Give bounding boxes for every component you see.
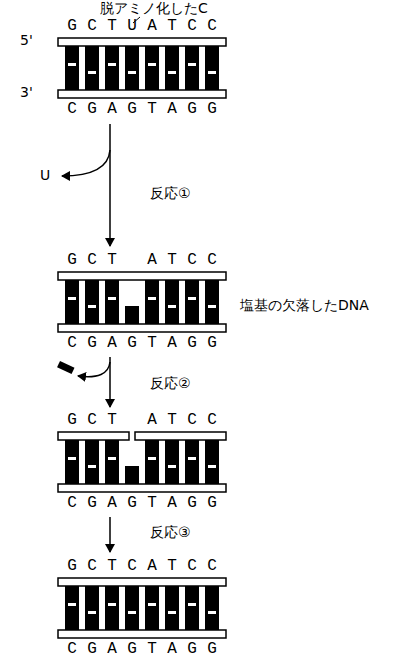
dna-part	[88, 305, 96, 308]
dna-part	[85, 46, 99, 90]
dna-part	[145, 586, 159, 630]
dna-part	[65, 440, 79, 484]
dna-part	[58, 432, 129, 440]
reaction-label: 反応③	[150, 525, 191, 540]
dna-part	[188, 63, 196, 66]
sequence: GCTUATCC	[67, 18, 227, 36]
released-base: U	[40, 168, 50, 183]
dna-part	[188, 457, 196, 460]
dna-part	[135, 432, 226, 440]
dna-part	[88, 611, 96, 614]
dna-part	[108, 457, 116, 460]
dna-part	[168, 305, 176, 308]
dna-part	[208, 305, 216, 308]
dna-part	[105, 586, 119, 630]
dna-part	[58, 38, 226, 46]
dna-part	[205, 280, 219, 324]
dna-part	[85, 280, 99, 324]
dna-part	[58, 578, 226, 586]
dna-part	[58, 324, 226, 332]
dna-part	[128, 71, 136, 74]
dna-part	[58, 90, 226, 98]
dna-part	[148, 63, 156, 66]
dna-part	[188, 297, 196, 300]
dna-part	[205, 46, 219, 90]
dna-part	[148, 457, 156, 460]
dna-part	[168, 611, 176, 614]
dna-part	[148, 603, 156, 606]
dna-part	[128, 611, 136, 614]
dna-part	[208, 465, 216, 468]
sequence: CGAGTAGG	[67, 641, 227, 659]
dna-part	[208, 71, 216, 74]
dna-part	[125, 466, 139, 484]
dna-part	[205, 586, 219, 630]
dna-part	[88, 465, 96, 468]
dna-part	[148, 297, 156, 300]
dna-part	[185, 440, 199, 484]
sequence: CGAGTAGG	[67, 101, 227, 119]
dna-part	[165, 280, 179, 324]
dna-part	[165, 46, 179, 90]
dna-part	[145, 46, 159, 90]
removed-fragment	[57, 361, 74, 374]
dna-part	[168, 465, 176, 468]
dna-part	[125, 586, 139, 630]
dna-part	[145, 440, 159, 484]
dna-part	[108, 63, 116, 66]
dna-part	[58, 272, 226, 280]
state-label: 塩基の欠落したDNA	[240, 298, 369, 313]
callout-label: 脱アミノ化したC	[100, 1, 208, 16]
dna-part	[105, 280, 119, 324]
dna-part	[168, 71, 176, 74]
dna-part	[58, 484, 226, 492]
sequence: CGAGTAGG	[67, 335, 227, 353]
dna-part	[208, 611, 216, 614]
dna-part	[68, 63, 76, 66]
dna-part	[65, 280, 79, 324]
strand-end: 5'	[20, 33, 33, 48]
dna-part	[188, 603, 196, 606]
dna-part	[88, 71, 96, 74]
dna-part	[125, 46, 139, 90]
dna-part	[58, 630, 226, 638]
reaction-label: 反応②	[150, 376, 191, 391]
dna-part	[185, 280, 199, 324]
dna-part	[65, 46, 79, 90]
dna-part	[68, 603, 76, 606]
dna-part	[125, 306, 139, 324]
sequence: CGAGTAGG	[67, 495, 227, 513]
dna-part	[68, 297, 76, 300]
dna-part	[108, 297, 116, 300]
release-arrow	[62, 150, 110, 176]
dna-part	[105, 46, 119, 90]
release-arrow	[78, 362, 110, 377]
sequence: GCTCATCC	[67, 558, 227, 576]
dna-part	[185, 46, 199, 90]
dna-part	[85, 586, 99, 630]
dna-part	[65, 586, 79, 630]
dna-part	[185, 586, 199, 630]
reaction-label: 反応①	[150, 186, 191, 201]
dna-part	[205, 440, 219, 484]
dna-part	[105, 440, 119, 484]
dna-part	[165, 586, 179, 630]
dna-part	[165, 440, 179, 484]
sequence: GCT ATCC	[67, 412, 227, 430]
sequence: GCT ATCC	[67, 252, 227, 270]
reaction-arrow	[109, 124, 111, 246]
dna-part	[85, 440, 99, 484]
reaction-arrow	[109, 517, 111, 552]
dna-part	[108, 603, 116, 606]
dna-part	[145, 280, 159, 324]
dna-part	[68, 457, 76, 460]
strand-end: 3'	[20, 85, 33, 100]
